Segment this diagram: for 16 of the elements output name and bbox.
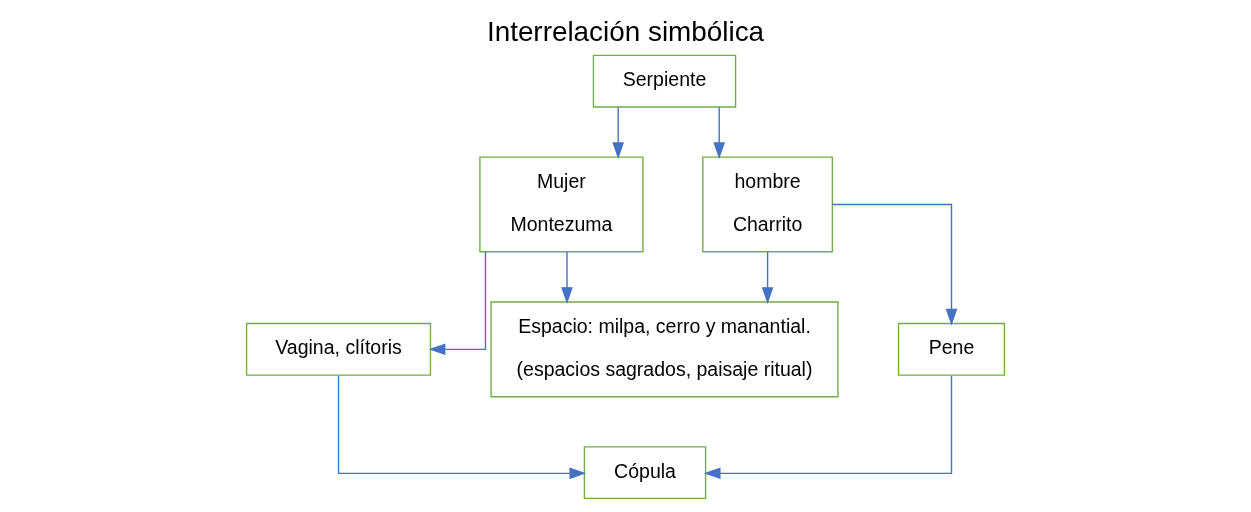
node-box: Pene: [897, 322, 1006, 376]
arrow: [612, 106, 625, 160]
arrow: [561, 251, 573, 304]
node-box: hombre Charrito: [702, 156, 834, 253]
node-box: Espacio: milpa, cerro y manantial. (espacios sagrados, paisaje ritual): [490, 301, 839, 398]
arrow: [703, 374, 953, 480]
arrow: [761, 251, 774, 304]
node-box: Vagina, clítoris: [245, 322, 432, 376]
node-box: Mujer Montezuma: [479, 156, 644, 253]
arrow: [713, 106, 726, 160]
arrow: [337, 374, 587, 480]
arrow: [831, 203, 958, 326]
node-box: Cópula: [583, 446, 707, 500]
diagram-title: Interrelación simbólica: [486, 16, 765, 48]
arrow: [428, 251, 487, 356]
node-box: Serpiente: [592, 54, 737, 108]
